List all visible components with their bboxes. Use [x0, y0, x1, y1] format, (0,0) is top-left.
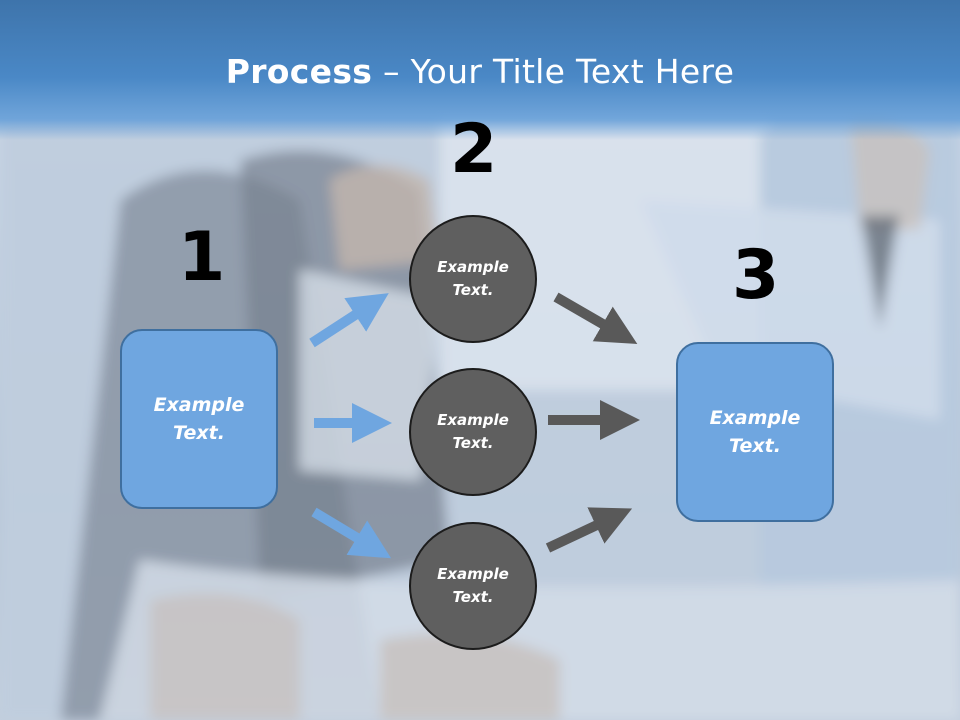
arrow-blue-up: [309, 293, 389, 348]
right-box-line1: Example: [709, 406, 801, 429]
title-banner: [0, 0, 960, 140]
arrow-gray-up: [545, 507, 633, 553]
circle-top-line2: Text.: [452, 281, 494, 299]
circle-middle: Example Text.: [409, 368, 537, 496]
arrow-gray-down: [553, 292, 638, 345]
step-number-2: 2: [450, 110, 498, 189]
title-rest: – Your Title Text Here: [372, 52, 735, 91]
slide-title: Process – Your Title Text Here: [0, 52, 960, 91]
title-bold: Process: [225, 52, 373, 91]
right-box-line2: Text.: [729, 435, 781, 457]
left-box-line1: Example: [153, 393, 245, 416]
arrow-blue-down: [311, 507, 392, 559]
right-box: Example Text.: [676, 342, 834, 522]
step-number-3: 3: [732, 236, 780, 315]
circle-middle-line1: Example: [437, 410, 509, 429]
step-number-1: 1: [178, 218, 226, 297]
circle-bottom: Example Text.: [409, 522, 537, 650]
circle-bottom-line2: Text.: [452, 588, 494, 606]
left-box-line2: Text.: [173, 422, 225, 444]
circle-middle-line2: Text.: [452, 434, 494, 452]
circle-bottom-line1: Example: [437, 564, 509, 583]
circle-top: Example Text.: [409, 215, 537, 343]
circle-top-line1: Example: [437, 257, 509, 276]
left-box: Example Text.: [120, 329, 278, 509]
